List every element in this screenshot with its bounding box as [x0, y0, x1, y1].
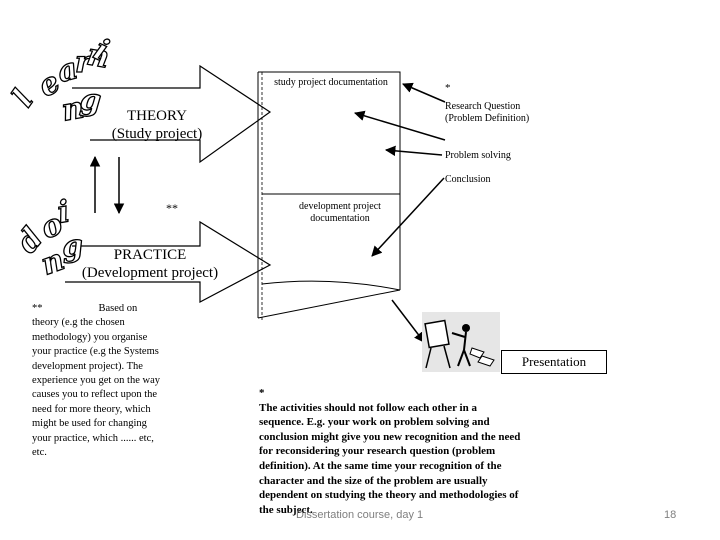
practice-label: PRACTICE (Development project) — [60, 246, 240, 282]
theory-arrow — [72, 64, 272, 164]
learning-letter: r — [74, 45, 91, 80]
research-question-line: (Problem Definition) — [445, 113, 530, 124]
theory-subtitle: (Study project) — [111, 126, 203, 142]
left-note-line: causes you to reflect upon the — [32, 389, 158, 401]
left-note-line: your practice (e.g the Systems — [32, 346, 159, 358]
bottom-note-line: character and the size of the problem ar… — [259, 474, 488, 487]
left-note-line: need for more theory, which — [32, 403, 151, 415]
bottom-note-line: sequence. E.g. your work on problem solv… — [259, 416, 490, 429]
presentation-box: Presentation — [501, 350, 607, 374]
research-question-line: Research Question — [445, 101, 521, 112]
left-note-lead: ** — [32, 303, 43, 314]
theory-label: THEORY (Study project) — [92, 107, 222, 143]
arrow-problem-solving — [384, 145, 443, 157]
bottom-note: * The activities should not follow each … — [259, 386, 559, 517]
problem-solving-label: Problem solving — [445, 150, 511, 161]
practice-title: PRACTICE — [113, 247, 187, 263]
bottom-note-line: for reconsidering your research question… — [259, 445, 496, 458]
page-number: 18 — [664, 509, 677, 521]
development-doc-line: development project — [299, 201, 381, 212]
arrow-research-question — [402, 82, 446, 103]
easel-presenter-icon — [422, 312, 500, 372]
bottom-note-line: definition). At the same time your recog… — [259, 459, 502, 472]
bottom-note-star: * — [259, 387, 265, 399]
left-note-line: your practice, which ...... etc, — [32, 432, 154, 444]
development-documentation-label: development project documentation — [270, 201, 410, 225]
research-star: * — [445, 82, 451, 94]
practice-subtitle: (Development project) — [81, 265, 219, 281]
left-note-line: might be used for changing — [32, 418, 147, 430]
bottom-note-line: The activities should not follow each ot… — [259, 401, 477, 414]
left-note-line: theory (e.g the chosen — [32, 317, 125, 329]
left-note: ** Based on theory (e.g the chosen method… — [32, 302, 232, 460]
bottom-note-line: dependent on studying the theory and met… — [259, 489, 519, 502]
left-note-line: experience you get on the way — [32, 375, 160, 387]
development-doc-line: documentation — [310, 213, 370, 224]
left-note-line: development project). The — [32, 360, 143, 372]
arrow-conclusion — [371, 177, 445, 257]
left-note-first-rest: Based on — [98, 303, 138, 314]
study-documentation-label: study project documentation — [274, 77, 388, 88]
theory-title: THEORY — [127, 108, 187, 124]
bottom-note-line: conclusion might give you new recognitio… — [259, 430, 521, 443]
left-note-line: etc. — [32, 447, 47, 459]
bottom-note-line: the subject. — [259, 503, 313, 516]
footer-course: Dissertation course, day 1 — [296, 509, 424, 521]
research-question-label: Research Question (Problem Definition) — [445, 101, 529, 125]
arrow-problem-definition — [353, 110, 446, 141]
arrow-to-presentation — [391, 299, 425, 343]
left-note-line: methodology) you organise — [32, 331, 148, 343]
practice-arrow — [65, 220, 272, 303]
page-bottom-curl — [257, 289, 401, 319]
conclusion-label: Conclusion — [445, 174, 491, 185]
development-documentation-page — [261, 193, 401, 291]
left-note-first-line: ** Based on — [32, 302, 232, 316]
double-star-marker: ** — [166, 201, 178, 215]
study-documentation-page — [257, 71, 401, 318]
